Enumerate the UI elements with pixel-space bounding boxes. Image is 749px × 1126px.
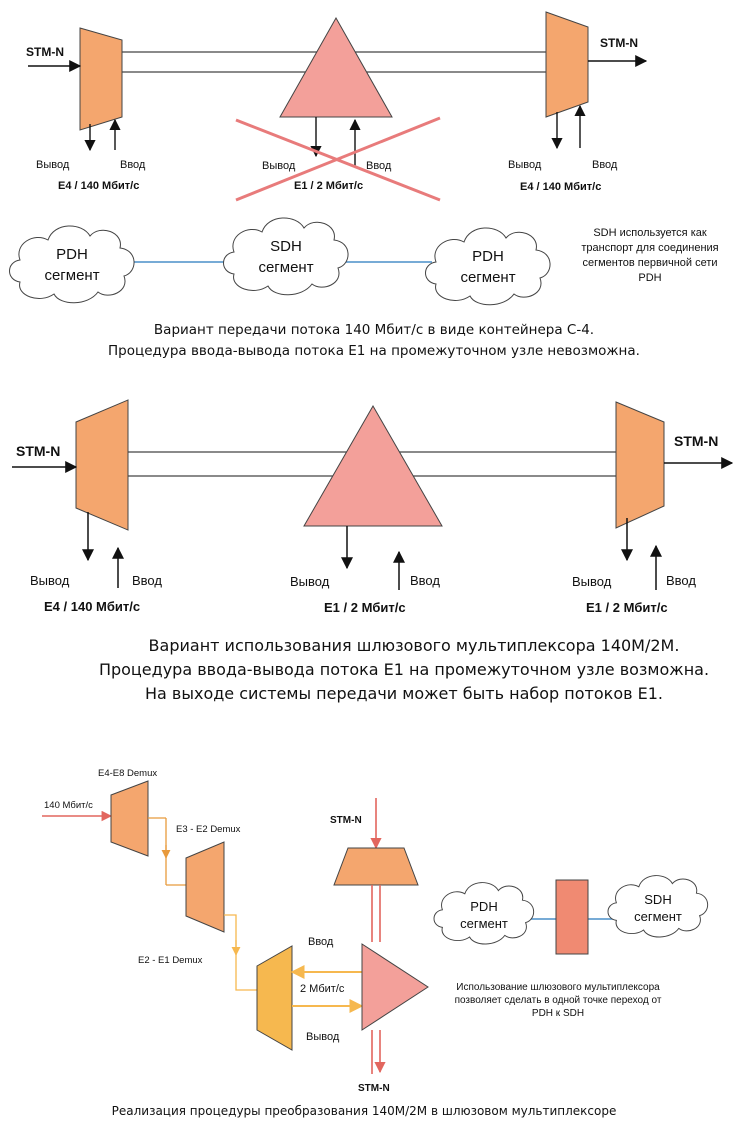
pdh-cloud-right — [425, 227, 551, 306]
caption3: Реализация процедуры преобразования 140М… — [112, 1104, 617, 1118]
caption2-line3: На выходе системы передачи может быть на… — [145, 684, 663, 703]
left-rate-label: E4 / 140 Мбит/с — [58, 180, 139, 192]
cloud-right-line2: сегмент — [460, 269, 515, 286]
gateway-box — [555, 879, 589, 955]
pdh-cloud-3 — [433, 882, 535, 945]
right-in-label: Ввод — [592, 159, 618, 171]
mid-in-label: Ввод — [366, 160, 392, 172]
note1-line1: SDH используется как — [593, 227, 707, 239]
left-multiplexer — [79, 27, 123, 131]
stm-mux-trapezoid — [333, 847, 419, 886]
note1-line3: сегментов первичной сети — [582, 257, 717, 269]
stm-in-label: STM-N — [26, 45, 64, 59]
demux2-label: E3 - E2 Demux — [176, 824, 241, 835]
right-rate-label: E4 / 140 Мбит/с — [520, 181, 601, 193]
demux-link-3 — [235, 958, 257, 991]
sdh-cloud-mid — [223, 217, 349, 296]
vyvod-label: Вывод — [306, 1031, 340, 1043]
stm-top-label: STM-N — [330, 815, 362, 826]
left-in-label: Ввод — [120, 159, 146, 171]
pdh-cloud-left — [9, 225, 135, 304]
e4-e8-demux — [110, 780, 149, 857]
right-out-label: Вывод — [508, 159, 542, 171]
caption1-line1: Вариант передачи потока 140 Мбит/с в вид… — [154, 322, 594, 338]
cloud-sdh-line2: сегмент — [634, 909, 682, 924]
cloud-left-line1: PDH — [56, 246, 88, 263]
cloud-pdh-line2: сегмент — [460, 916, 508, 931]
diagram-3: E4-E8 Demux 140 Мбит/с E3 - E2 Demux E2 … — [42, 768, 709, 1118]
cloud-pdh-line1: PDH — [470, 899, 497, 914]
demux-link-2 — [224, 914, 237, 958]
cloud-mid-line1: SDH — [270, 238, 302, 255]
caption2-line1: Вариант использования шлюзового мультипл… — [149, 636, 680, 655]
note3-line1: Использование шлюзового мультиплексора — [456, 982, 660, 993]
diagram-1: STM-N STM-N Вывод Ввод E4 / 140 Мбит/с В… — [9, 11, 719, 359]
caption2-line2: Процедура ввода-вывода потока Е1 на пром… — [99, 660, 709, 679]
stm-out-label: STM-N — [600, 36, 638, 50]
note1-line2: транспорт для соединения — [581, 242, 718, 254]
vvod-label: Ввод — [308, 936, 334, 948]
mid-rate-label: E1 / 2 Мбит/с — [294, 180, 363, 192]
rate-2m-label: 2 Мбит/с — [300, 983, 345, 995]
right-out-label-2: Вывод — [572, 574, 612, 589]
sdh-cloud-3 — [607, 875, 709, 938]
cloud-left-line2: сегмент — [44, 267, 99, 284]
demux3-label: E2 - E1 Demux — [138, 955, 203, 966]
e3-e2-demux — [185, 841, 225, 933]
left-multiplexer-2 — [75, 399, 129, 531]
note3-line2: позволяет сделать в одной точке переход … — [455, 995, 662, 1006]
gateway-triangle-3 — [361, 943, 429, 1031]
right-multiplexer — [545, 11, 589, 118]
left-out-label: Вывод — [36, 159, 70, 171]
cloud-sdh-line1: SDH — [644, 892, 671, 907]
diagram-2: STM-N STM-N Вывод Ввод E4 / 140 Мбит/с В… — [12, 399, 734, 703]
stm-in-label-2: STM-N — [16, 443, 60, 459]
demux1-label: E4-E8 Demux — [98, 768, 157, 779]
caption1-line2: Процедура ввода-вывода потока Е1 на пром… — [108, 343, 640, 359]
mid-rate-label-2: E1 / 2 Мбит/с — [324, 600, 406, 615]
mid-out-label: Вывод — [262, 160, 296, 172]
stm-out-label-2: STM-N — [674, 433, 718, 449]
stm-bottom-label: STM-N — [358, 1083, 390, 1094]
right-multiplexer-2 — [615, 401, 665, 529]
left-out-label-2: Вывод — [30, 573, 70, 588]
rate-in-label: 140 Мбит/с — [44, 800, 93, 811]
gateway-node-triangle — [303, 404, 443, 527]
cross-line-2 — [235, 116, 441, 202]
cloud-right-line1: PDH — [472, 248, 504, 265]
mid-in-label-2: Ввод — [410, 573, 440, 588]
mid-out-label-2: Вывод — [290, 574, 330, 589]
transit-node-triangle — [279, 16, 393, 118]
left-in-label-2: Ввод — [132, 573, 162, 588]
e2-e1-demux — [256, 945, 293, 1051]
right-rate-label-2: E1 / 2 Мбит/с — [586, 600, 668, 615]
left-rate-label-2: E4 / 140 Мбит/с — [44, 599, 140, 614]
note3-line3: PDH к SDH — [532, 1008, 584, 1019]
right-in-label-2: Ввод — [666, 573, 696, 588]
cloud-mid-line2: сегмент — [258, 259, 313, 276]
note1-line4: PDH — [638, 272, 661, 284]
